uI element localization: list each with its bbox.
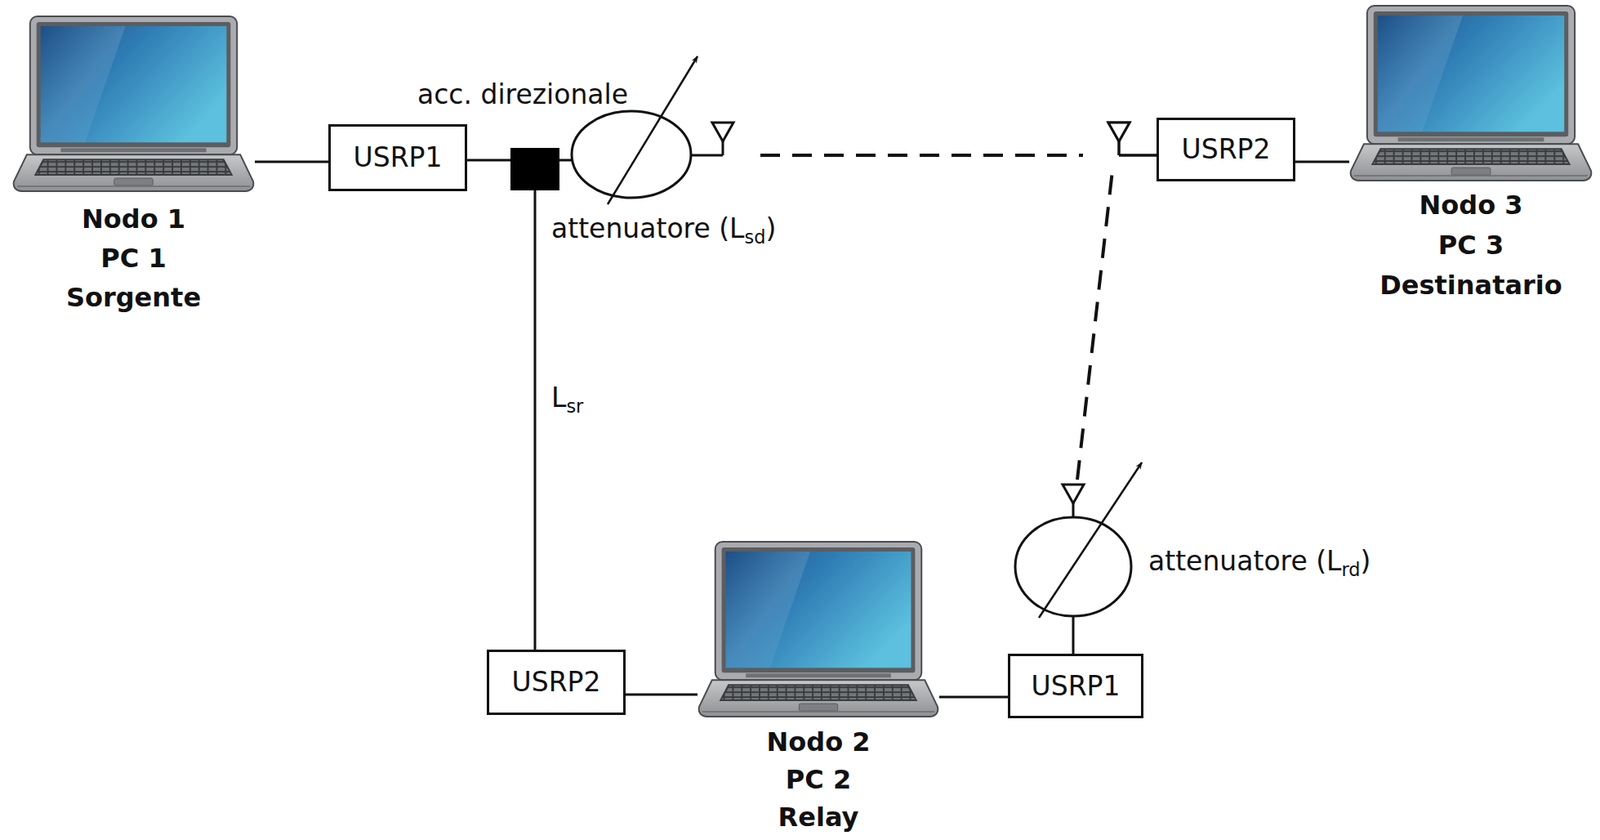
node-label: Nodo 2	[697, 722, 940, 761]
node-caption: Nodo 2PC 2Relay	[697, 722, 940, 836]
cable	[559, 159, 573, 162]
box-label: USRP1	[1031, 669, 1121, 703]
node-label: PC 1	[12, 238, 255, 278]
node-label: Relay	[697, 797, 940, 836]
connector	[1062, 122, 1157, 517]
cable	[467, 159, 511, 162]
connector	[939, 696, 1008, 698]
laptop-node: Nodo 3PC 3Destinatario	[1349, 4, 1593, 306]
cable	[1295, 160, 1350, 164]
connector	[534, 190, 536, 650]
attenuator-ellipse	[571, 111, 691, 198]
laptop-icon	[1349, 4, 1593, 184]
box-label: USRP1	[353, 141, 443, 174]
box-label: USRP2	[1181, 133, 1271, 166]
laptop-node: Nodo 1PC 1Sorgente	[12, 15, 255, 317]
laptop-drawing	[13, 16, 255, 192]
attenuator-symbol	[570, 109, 693, 200]
connector	[690, 122, 1157, 156]
cable	[254, 160, 329, 164]
connector	[254, 161, 329, 163]
attenuator: attenuatore (Lsd)	[570, 109, 693, 200]
laptop-node: Nodo 2PC 2Relay	[697, 540, 940, 836]
cable	[690, 154, 723, 157]
node-label: PC 2	[697, 760, 940, 798]
radio-link	[1077, 163, 1114, 480]
node-label: Sorgente	[12, 277, 255, 317]
edge-label: Lsr	[551, 381, 584, 415]
node-caption: Nodo 1PC 1Sorgente	[12, 199, 255, 317]
usrp-box: USRP1	[1007, 653, 1144, 718]
node-caption: Nodo 3PC 3Destinatario	[1349, 185, 1593, 306]
usrp-box: USRP2	[1156, 117, 1296, 182]
node-label: Nodo 1	[12, 199, 255, 239]
laptop-icon	[697, 540, 940, 720]
variable-arrow	[1038, 462, 1142, 618]
box-label: USRP2	[512, 665, 602, 699]
attenuator: attenuatore (Lrd)	[1013, 515, 1133, 618]
antenna-symbol	[1108, 122, 1130, 142]
attenuator-symbol	[1013, 515, 1133, 618]
connector	[625, 694, 698, 696]
directional-coupler: acc. direzionale	[510, 147, 560, 191]
connector	[1295, 161, 1350, 163]
coupler-label: acc. direzionale	[416, 80, 629, 110]
node-label: Destinatario	[1349, 265, 1593, 306]
usrp-box: USRP1	[328, 124, 468, 192]
laptop-drawing	[1350, 5, 1592, 181]
antenna-symbol	[1062, 484, 1084, 504]
connector	[559, 160, 573, 161]
cable	[939, 695, 1008, 699]
connector	[467, 160, 511, 161]
cable	[1072, 615, 1075, 654]
variable-arrow	[607, 56, 698, 205]
usrp-box: USRP2	[486, 649, 626, 715]
cable	[534, 190, 537, 650]
laptop-drawing	[699, 541, 939, 717]
laptop-icon	[12, 15, 255, 195]
cable	[625, 693, 698, 696]
cable	[1118, 154, 1157, 157]
node-label: Nodo 3	[1349, 185, 1593, 226]
antenna-symbol	[1108, 122, 1130, 142]
cable	[1118, 154, 1157, 157]
attenuator-label: attenuatore (Lsd)	[551, 212, 776, 246]
radio-link	[760, 153, 1084, 157]
antenna-symbol	[712, 122, 734, 142]
node-label: PC 3	[1349, 225, 1593, 266]
attenuator-label: attenuatore (Lrd)	[1148, 544, 1371, 578]
connector	[1073, 615, 1075, 654]
